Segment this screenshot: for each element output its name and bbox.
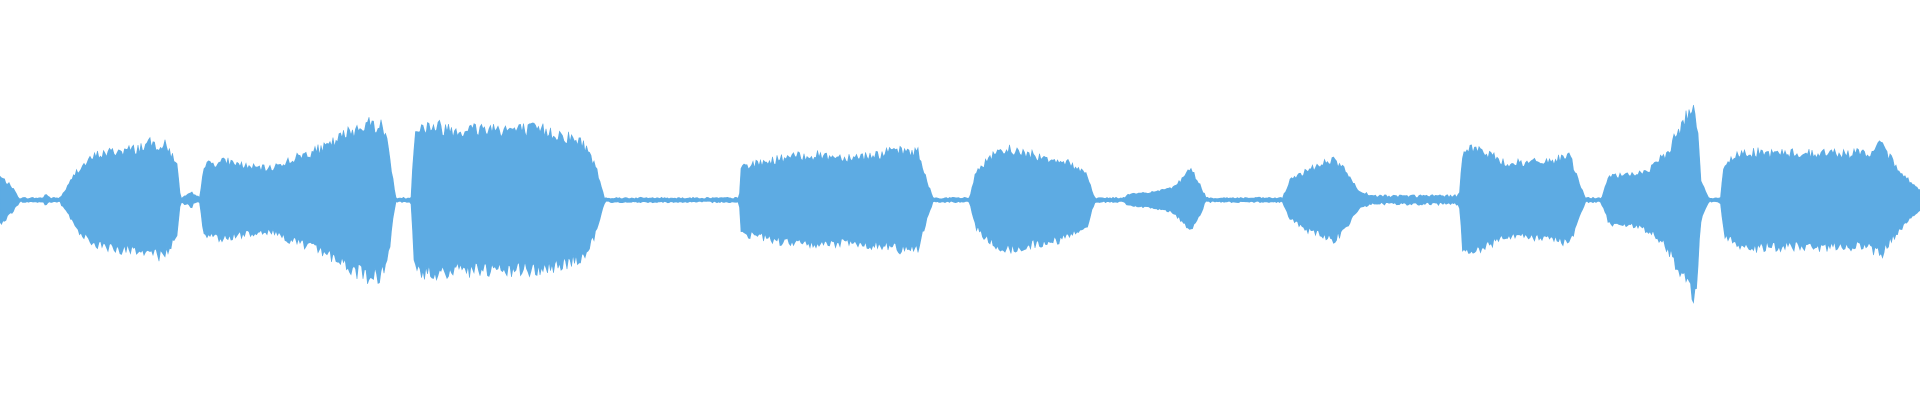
waveform-shape [0,104,1920,304]
